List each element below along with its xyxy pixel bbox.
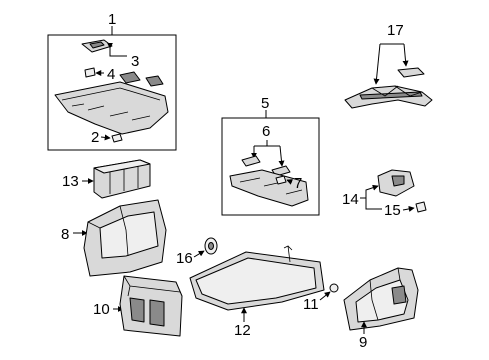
callout-9: 9 xyxy=(359,334,367,351)
leader-6b xyxy=(278,145,285,167)
group-14-bracket: 14 15 xyxy=(342,169,427,219)
trunk-partition-slot-1 xyxy=(129,297,145,323)
callout-10: 10 xyxy=(93,301,110,318)
group-5-frame xyxy=(221,117,320,216)
leader-14-15 xyxy=(365,198,382,210)
trunk-inner-panel xyxy=(229,169,309,207)
leader-14 xyxy=(360,184,379,199)
group-5-trunk-panel: 5 6 7 xyxy=(221,95,320,216)
leader-15 xyxy=(402,205,415,212)
callout-7: 7 xyxy=(294,175,302,192)
rear-shelf-speaker-left xyxy=(119,71,141,84)
rear-shelf-ribs xyxy=(71,103,151,121)
rear-shelf-edge xyxy=(61,87,161,101)
group-12-floor-mat: 12 xyxy=(189,245,325,339)
retainer-clip-hole xyxy=(208,242,214,250)
callout-16: 16 xyxy=(176,250,193,267)
left-trunk-lining-contour xyxy=(87,205,129,257)
lining-clip xyxy=(329,283,339,293)
callout-12: 12 xyxy=(234,322,251,339)
trim-bracket-slot xyxy=(391,175,405,187)
leader-17a xyxy=(373,43,381,85)
callout-6: 6 xyxy=(262,123,270,140)
callout-5: 5 xyxy=(261,95,269,112)
leader-16 xyxy=(193,250,205,258)
storage-tray-dividers xyxy=(109,166,139,194)
group-13-storage-tray: 13 xyxy=(62,159,151,199)
bracket-fastener xyxy=(415,201,427,213)
storage-tray-top xyxy=(93,159,151,174)
shelf-clip xyxy=(84,67,96,78)
leader-7 xyxy=(286,179,293,185)
leader-2 xyxy=(100,134,111,141)
group-16-clip: 16 xyxy=(176,237,218,267)
group-1-rear-shelf: 1 3 4 2 xyxy=(47,11,177,151)
rear-shelf-speaker-right xyxy=(145,75,164,87)
trunk-floor-mat-hook xyxy=(283,245,293,263)
leader-3 xyxy=(107,42,127,57)
group-17-jack: 17 xyxy=(344,22,433,109)
panel-cover-a xyxy=(241,155,261,167)
group-9-right-lining: 9 xyxy=(343,267,419,351)
panel-clip xyxy=(275,175,287,185)
group-11-clip: 11 xyxy=(303,283,339,313)
group-8-left-lining: 8 xyxy=(61,199,167,277)
callout-17: 17 xyxy=(387,22,404,39)
rear-shelf-panel xyxy=(54,81,169,135)
callout-2: 2 xyxy=(91,129,99,146)
jack-arms xyxy=(371,85,423,97)
speaker-grille-insert xyxy=(89,41,105,49)
callout-1: 1 xyxy=(108,11,116,28)
right-trunk-lining-contour xyxy=(369,267,401,321)
shelf-fastener xyxy=(111,133,123,143)
left-trunk-lining-face xyxy=(99,211,159,259)
right-trunk-lining-pocket xyxy=(391,285,407,305)
trunk-partition-slot-2 xyxy=(149,299,165,327)
group-10-partition: 10 xyxy=(93,275,183,337)
callout-8: 8 xyxy=(61,226,69,243)
callout-11: 11 xyxy=(303,296,319,313)
callout-4: 4 xyxy=(107,66,115,83)
trunk-floor-mat-top xyxy=(195,257,317,305)
leader-11 xyxy=(319,291,331,301)
callout-13: 13 xyxy=(62,173,79,190)
leader-17b xyxy=(402,43,409,67)
callout-3: 3 xyxy=(131,53,139,70)
trunk-partition-rim xyxy=(123,275,181,297)
jack-handle xyxy=(397,67,425,78)
callout-15: 15 xyxy=(384,202,401,219)
callout-14: 14 xyxy=(342,191,359,208)
